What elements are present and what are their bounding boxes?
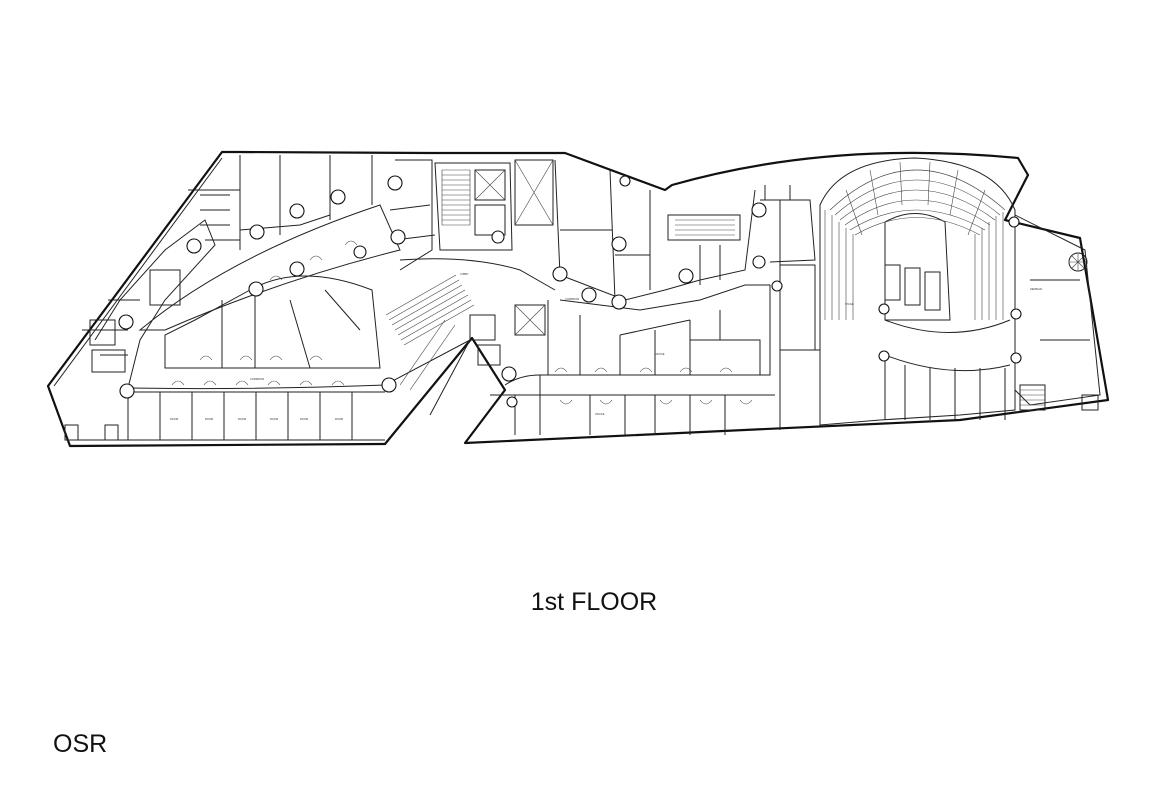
svg-text:ROOM: ROOM <box>238 417 246 421</box>
south-east-rooms <box>490 200 821 435</box>
east-wing <box>1014 214 1101 411</box>
svg-text:OFFICE: OFFICE <box>655 352 665 356</box>
exterior-walls <box>46 150 1110 448</box>
svg-text:ROOM: ROOM <box>335 417 343 421</box>
drawing-footer-label: OSR <box>53 730 108 758</box>
central-west-rooms <box>138 155 436 369</box>
structural-columns <box>118 175 1022 408</box>
svg-text:OFFICE: OFFICE <box>595 412 605 416</box>
service-boxes <box>64 304 546 441</box>
central-core <box>384 159 556 416</box>
svg-text:ROOM: ROOM <box>270 417 278 421</box>
room-labels: ROOM ROOM ROOM ROOM ROOM ROOM CORRIDOR L… <box>170 272 1042 421</box>
svg-text:STAGE: STAGE <box>845 302 854 306</box>
door-swings <box>171 240 753 405</box>
svg-text:CORRIDOR: CORRIDOR <box>250 377 264 381</box>
auditorium <box>819 157 1016 426</box>
svg-text:ROOM: ROOM <box>170 417 178 421</box>
svg-text:SEMINAR: SEMINAR <box>1030 287 1042 291</box>
svg-text:ROOM: ROOM <box>300 417 308 421</box>
svg-text:CORRIDOR: CORRIDOR <box>565 297 579 301</box>
drawing-title: 1st FLOOR <box>530 588 658 616</box>
svg-text:LOBBY: LOBBY <box>460 272 469 276</box>
svg-text:ROOM: ROOM <box>205 417 213 421</box>
